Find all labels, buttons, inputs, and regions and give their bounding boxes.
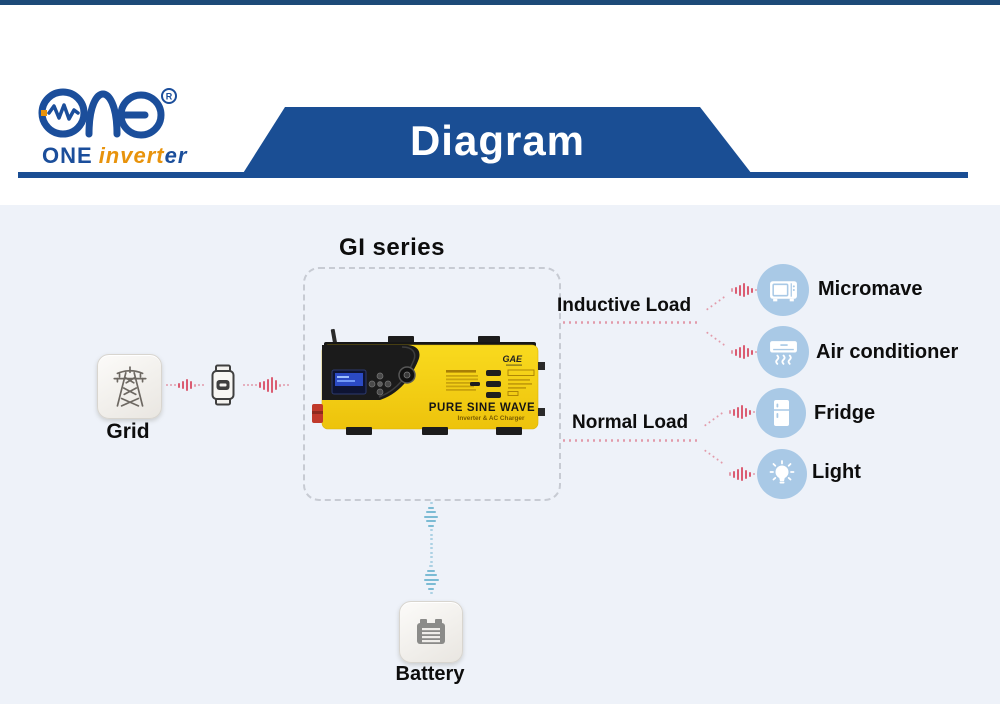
air-conditioner-node <box>757 326 809 378</box>
device-dpad-buttons <box>368 372 392 396</box>
device-antenna <box>330 328 338 347</box>
registered-mark: R <box>166 92 173 102</box>
device-spec-text-left <box>446 370 478 391</box>
banner: Diagram <box>240 107 755 178</box>
fridge-node <box>756 388 806 438</box>
device-side-port <box>538 408 545 416</box>
air-conditioner-label: Air conditioner <box>816 341 959 363</box>
device-subtitle: Inverter & AC Charger <box>458 415 525 422</box>
fridge-icon <box>774 400 789 426</box>
device-spec-text-right <box>507 369 535 396</box>
battery-label: Battery <box>395 663 465 685</box>
device-red-terminal-stripe <box>312 411 323 414</box>
inverter-device: GAE PURE SINE WAVE Inverter & AC Charger <box>312 328 545 435</box>
registered-mark-circle <box>161 88 177 104</box>
device-led-indicators <box>470 370 501 398</box>
air-conditioner-icon <box>769 340 797 365</box>
light-label: Light <box>812 461 861 483</box>
logo-orange-dot <box>41 110 47 116</box>
series-title: GI series <box>339 234 445 261</box>
device-title: PURE SINE WAVE <box>429 402 536 414</box>
circuit-breaker-icon <box>211 364 235 406</box>
device-side-port <box>538 362 545 370</box>
microwave-node <box>757 264 809 316</box>
microwave-label: Micromave <box>818 278 923 300</box>
top-accent-bar <box>0 0 1000 5</box>
device-brand: GAE <box>502 354 523 364</box>
signal-line-breaker-inverter <box>240 370 292 400</box>
signal-bars-air-conditioner <box>731 342 757 362</box>
bezel-highlight <box>378 346 416 398</box>
signal-bars-fridge <box>729 402 755 422</box>
light-bulb-icon <box>769 460 795 484</box>
inductive-load-label: Inductive Load <box>557 295 692 316</box>
transmission-tower-icon <box>112 365 147 407</box>
signal-bars-light <box>729 464 755 484</box>
logo-wave-icon <box>47 103 80 121</box>
inverter-dashed-frame <box>303 267 561 501</box>
grid-label: Grid <box>106 420 150 443</box>
battery-node <box>399 601 463 663</box>
grid-node <box>97 354 162 419</box>
inductive-load-underline <box>557 318 703 324</box>
lcd-text-line <box>337 380 355 382</box>
header-divider <box>18 172 968 178</box>
microwave-icon <box>769 280 797 301</box>
signal-line-battery <box>423 499 439 597</box>
mount-tab-bottom <box>346 427 522 435</box>
light-node <box>757 449 807 499</box>
signal-line-grid-breaker <box>162 370 208 400</box>
normal-load-label: Normal Load <box>572 412 689 433</box>
lcd-text-line <box>337 376 349 378</box>
fridge-label: Fridge <box>814 402 876 424</box>
device-brand-underline <box>506 364 522 366</box>
page-title: Diagram <box>409 116 586 164</box>
device-knob-center <box>403 371 411 379</box>
logo-mark <box>38 88 165 139</box>
battery-icon <box>417 619 445 644</box>
lcd-screen <box>335 373 363 386</box>
diagram-canvas <box>0 205 1000 704</box>
signal-bars-microwave <box>731 280 757 300</box>
normal-load-underline <box>557 436 703 442</box>
